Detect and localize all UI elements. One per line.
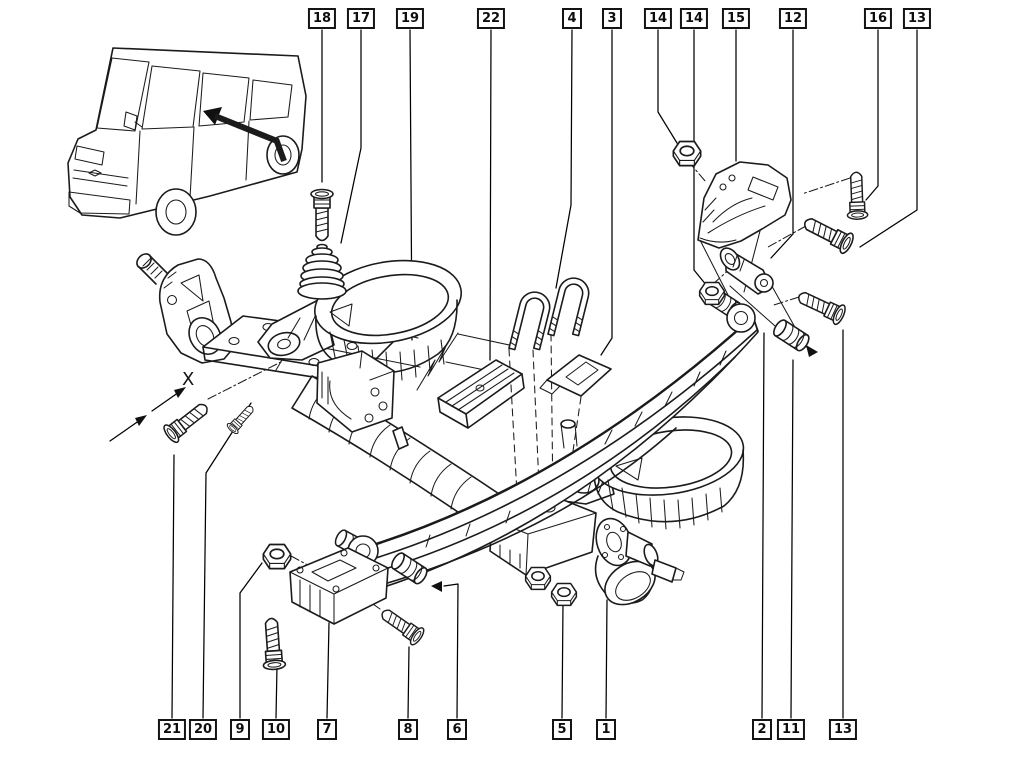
tube-tab: [392, 426, 409, 450]
nut-14b: [698, 281, 726, 306]
leader-top-13: [859, 29, 918, 248]
bolt-18: [310, 188, 334, 242]
callout-top-18[interactable]: 18: [307, 8, 337, 29]
front-mount-bracket: [289, 547, 389, 625]
leader-top-17: [340, 29, 362, 244]
leader-bottom-8: [407, 646, 410, 719]
callout-top-22[interactable]: 22: [476, 8, 506, 29]
nut-14a: [672, 140, 702, 167]
insert-arrow-bushing: [806, 345, 818, 357]
u-bolts: [508, 274, 593, 357]
bumper: [68, 191, 131, 215]
callout-bottom-11[interactable]: 11: [776, 719, 806, 740]
leader-top-3: [600, 29, 613, 356]
leader-bottom-11: [790, 359, 794, 719]
leader-bottom-9: [239, 562, 263, 719]
insert-arrow-sleeve: [431, 581, 442, 592]
callout-bottom-9[interactable]: 9: [230, 719, 250, 740]
x-dimension-label: X: [182, 369, 194, 390]
callout-bottom-8[interactable]: 8: [398, 719, 418, 740]
bump-stop: [297, 243, 347, 300]
headlight: [74, 145, 105, 166]
axle-spring-hanger-bracket: [316, 350, 395, 433]
leader-top-14b: [693, 29, 708, 287]
leader-bottom-20: [202, 402, 252, 719]
callout-top-16[interactable]: 16: [863, 8, 893, 29]
leader-bottom-2: [761, 332, 765, 719]
callout-bottom-10[interactable]: 10: [261, 719, 291, 740]
inner-sleeve-bushing: [770, 317, 813, 354]
front-wheel: [155, 188, 197, 236]
bolt-13-upper: [799, 211, 857, 256]
axle-location-arrow: [213, 113, 279, 144]
leader-top-16: [865, 29, 879, 201]
callout-top-4[interactable]: 4: [562, 8, 582, 29]
nut-5b: [550, 582, 578, 607]
callout-top-15[interactable]: 15: [721, 8, 751, 29]
mirror: [123, 111, 138, 131]
spacer-plate: [437, 359, 525, 429]
hub-flange-and-axle-end: [594, 517, 685, 606]
callout-top-3[interactable]: 3: [602, 8, 622, 29]
clamp-plate: [539, 354, 612, 397]
callout-bottom-13[interactable]: 13: [828, 719, 858, 740]
callout-bottom-6[interactable]: 6: [447, 719, 467, 740]
screw-10: [259, 616, 287, 671]
shackle-link: [719, 247, 774, 295]
grille: [72, 169, 129, 187]
renault-logo: [88, 169, 102, 177]
bolt-16: [845, 171, 869, 221]
leader-top-22: [489, 29, 492, 361]
leader-bottom-1: [605, 599, 608, 719]
callout-top-14b[interactable]: 14: [679, 8, 709, 29]
callout-bottom-1[interactable]: 1: [596, 719, 616, 740]
x-dimension-mark: X: [109, 369, 194, 442]
leader-bottom-10: [275, 665, 278, 719]
callout-top-13[interactable]: 13: [902, 8, 932, 29]
van-illustration: [67, 47, 307, 236]
bolt-21: [160, 397, 214, 446]
callout-bottom-7[interactable]: 7: [317, 719, 337, 740]
leader-bottom-6: [443, 583, 459, 719]
leader-top-4: [555, 29, 573, 289]
axle-location-arrowhead: [203, 107, 222, 125]
callout-top-12[interactable]: 12: [778, 8, 808, 29]
nut-9: [262, 543, 292, 570]
bolt-13-lower: [793, 285, 849, 327]
spring-center-bolt: [560, 419, 578, 449]
shackle-bracket: [697, 161, 792, 249]
callout-bottom-5[interactable]: 5: [552, 719, 572, 740]
nut-5a: [524, 566, 552, 591]
bolt-8: [376, 603, 427, 648]
callout-top-14a[interactable]: 14: [643, 8, 673, 29]
callout-top-19[interactable]: 19: [395, 8, 425, 29]
callout-top-17[interactable]: 17: [346, 8, 376, 29]
leader-top-14a: [657, 29, 678, 144]
callout-bottom-20[interactable]: 20: [188, 719, 218, 740]
leader-top-12: [770, 29, 794, 259]
bolt-20: [225, 402, 258, 436]
leader-bottom-5: [561, 602, 564, 719]
callout-bottom-2[interactable]: 2: [752, 719, 772, 740]
leader-bottom-21: [171, 454, 175, 719]
leader-bottom-7: [326, 622, 330, 719]
axle-left-stub: [136, 253, 168, 285]
spring-rear-eye: [703, 285, 756, 333]
callout-bottom-21[interactable]: 21: [157, 719, 187, 740]
